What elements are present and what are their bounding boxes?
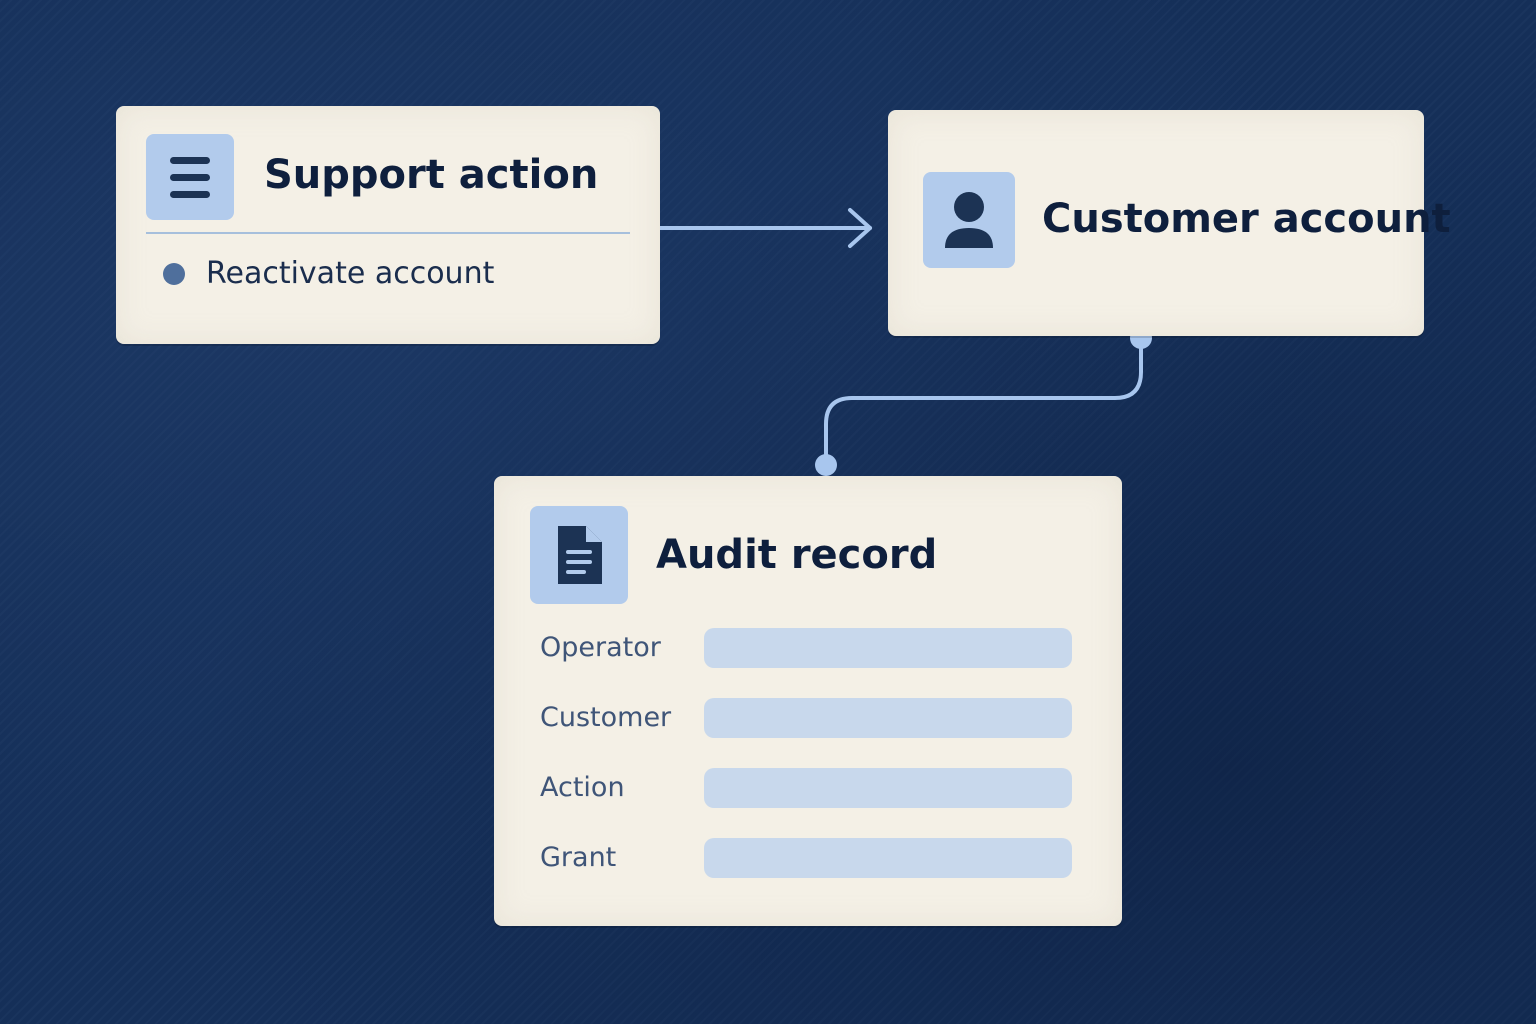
field-value-bar[interactable] [704,698,1072,738]
bullet-dot [163,263,185,285]
document-icon [530,506,628,604]
support-action-card[interactable]: Support action Reactivate account [116,106,660,344]
field-label: Grant [540,842,617,873]
connector-end-dot [815,454,837,476]
audit-record-title: Audit record [656,532,938,578]
arrow-head [848,208,872,248]
field-label: Operator [540,632,661,663]
customer-account-card[interactable]: Customer account [888,110,1451,336]
field-row-customer: Customer [540,698,1072,740]
edge-support-to-customer [658,208,872,248]
menu-icon [146,134,234,220]
support-action-title: Support action [264,152,599,198]
field-label: Action [540,772,625,803]
field-value-bar[interactable] [704,838,1072,878]
field-value-bar[interactable] [704,768,1072,808]
field-row-action: Action [540,768,1072,810]
field-row-operator: Operator [540,628,1072,670]
support-action-item[interactable]: Reactivate account [206,256,495,291]
user-icon [923,172,1015,268]
divider [146,232,630,234]
connector-curve [824,336,1143,467]
field-value-bar[interactable] [704,628,1072,668]
field-row-grant: Grant [540,838,1072,880]
customer-account-title: Customer account [1042,196,1451,242]
edge-customer-to-audit [815,327,1152,476]
field-label: Customer [540,702,672,733]
audit-record-card[interactable]: Audit record Operator Customer Action Gr… [494,476,1122,926]
